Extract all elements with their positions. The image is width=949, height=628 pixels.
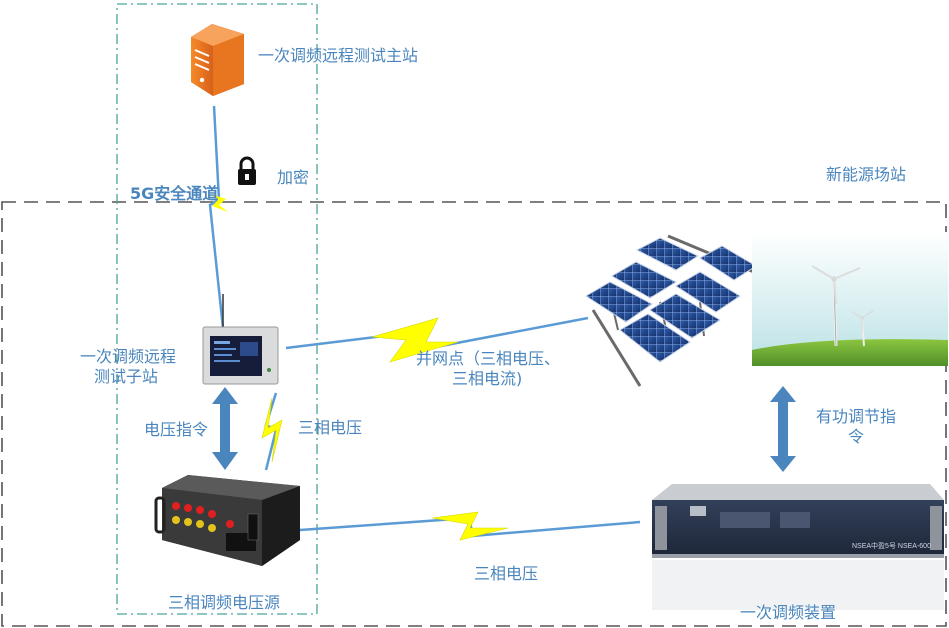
encryption-label: 加密 <box>277 168 310 187</box>
active-power-arrow <box>770 386 796 472</box>
wind-turbine-icon <box>752 232 948 366</box>
frequency-device-label: 一次调频装置 <box>740 603 837 622</box>
renewable-station-boundary <box>1 201 947 627</box>
renewable-station-label: 新能源场站 <box>826 165 907 184</box>
lightning-icon <box>261 397 283 463</box>
test-substation-device <box>202 294 279 385</box>
server-icon <box>191 24 244 96</box>
test-station-boundary <box>116 3 318 615</box>
three-phase-voltage-upper-label: 三相电压 <box>298 418 363 437</box>
three-phase-voltage-lower-label: 三相电压 <box>474 564 539 583</box>
grid-point-label: 并网点（三相电压、 三相电流) <box>416 349 560 389</box>
test-substation-label: 一次调频远程 测试子站 <box>72 347 184 387</box>
device-panel-text: NSEA中盈5号 NSEA-600 <box>852 541 931 550</box>
lower-voltage-line <box>299 516 641 538</box>
master-station-label: 一次调频远程测试主站 <box>258 46 419 65</box>
voltage-source-device <box>154 475 300 566</box>
voltage-command-label: 电压指令 <box>144 420 209 439</box>
voltage-command-arrow <box>212 387 238 470</box>
test-substation-label-line1: 一次调频远程 <box>79 347 176 366</box>
padlock-icon <box>238 156 256 185</box>
voltage-source-label: 三相调频电压源 <box>168 593 281 612</box>
lightning-icon <box>431 511 509 541</box>
solar-panel-icon <box>585 234 757 387</box>
test-substation-label-line2: 测试子站 <box>94 367 159 386</box>
grid-point-label-line2: 三相电流) <box>452 369 523 388</box>
lightning-icon <box>371 317 459 363</box>
active-power-command-line2: 令 <box>847 427 864 446</box>
active-power-command-line1: 有功调节指 <box>815 407 896 426</box>
lightning-icon <box>211 194 228 212</box>
active-power-command-label: 有功调节指 令 <box>810 407 902 447</box>
secure-channel-label: 5G安全通道 <box>130 184 219 203</box>
frequency-device: NSEA中盈5号 NSEA-600 <box>652 484 944 610</box>
secure-channel-line <box>208 105 225 329</box>
grid-point-label-line1: 并网点（三相电压、 <box>416 349 561 368</box>
